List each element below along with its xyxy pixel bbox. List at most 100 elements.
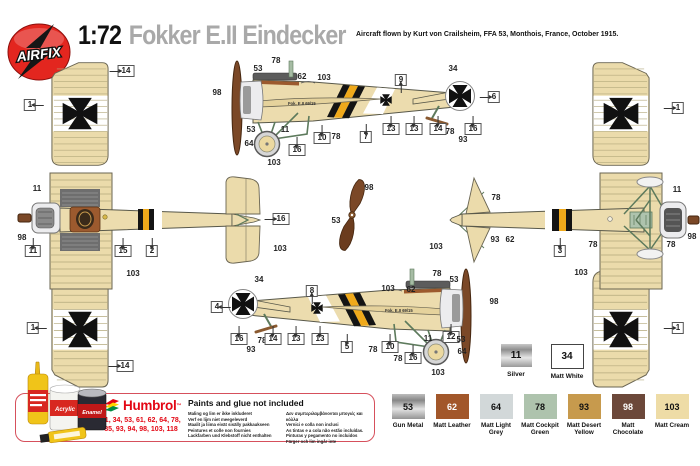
aircraft-name: Fokker E.II Eindecker <box>128 20 347 50</box>
callout-53: 53 <box>456 335 466 344</box>
chip-color-box: 64 <box>479 394 513 419</box>
callout-78: 78 <box>445 127 455 136</box>
paint-products-illustration: Acrylic Enamel <box>27 361 107 444</box>
callout-6: 6 <box>479 91 501 103</box>
language-line: Peintures et colle non fournies <box>188 427 251 433</box>
callout-arrow <box>317 326 322 338</box>
fuselage-serial: Fok. E.II 69/15 <box>385 308 413 313</box>
callout-78: 78 <box>368 345 378 354</box>
callout-10: 10 <box>381 334 399 353</box>
language-line: Pinturas y pegamento no incluidos <box>286 433 358 439</box>
swatch-name: Silver <box>507 371 525 378</box>
language-line: Δεν συμπεριλαμβάνονται μπογιές και κόλλα <box>286 411 363 422</box>
callout-64: 64 <box>457 347 467 356</box>
callout-13: 13 <box>405 116 423 135</box>
callout-14: 14 <box>429 116 447 135</box>
wing-panel-top-right <box>588 60 654 168</box>
swatch-name: Matt White <box>550 373 584 380</box>
scale-text: 1:72 <box>78 20 122 50</box>
callout-arrow <box>410 345 415 357</box>
callout-16: 16 <box>230 326 248 345</box>
page-subtitle: Aircraft flown by Kurt von Crailsheim, F… <box>356 31 619 38</box>
callout-103: 103 <box>273 244 287 253</box>
chip-name: Matt Light Grey <box>480 422 512 436</box>
language-line: As tintas e a cola não estão incluídas. <box>286 427 364 433</box>
callout-78: 78 <box>432 269 442 278</box>
paint-numbers-line2: 85, 93, 94, 98, 103, 118 <box>104 426 178 433</box>
callout-arrow <box>31 102 45 107</box>
callout-16: 16 <box>264 213 290 225</box>
callout-1: 1 <box>23 99 45 111</box>
humbrol-chevron-icon <box>105 399 119 412</box>
callout-53: 53 <box>331 216 341 225</box>
callout-64: 64 <box>244 139 254 148</box>
callout-98: 98 <box>364 183 374 192</box>
callout-11: 11 <box>280 125 290 134</box>
callout-arrow <box>319 125 324 137</box>
callout-93: 93 <box>458 135 468 144</box>
callout-1: 1 <box>663 322 685 334</box>
chip-color-box: 53 <box>391 394 425 419</box>
callout-98: 98 <box>687 232 697 241</box>
fuselage-serial: Fok. E.II 69/15 <box>288 101 316 106</box>
paint-numbers-line1: 11, 34, 53, 61, 62, 64, 78, <box>101 417 181 424</box>
language-line: Verf en lijm niet meegeleverd <box>188 416 248 422</box>
callout-3: 3 <box>553 238 567 257</box>
callout-12: 12 <box>442 324 460 343</box>
chip-name: Matt Cream <box>654 422 690 429</box>
callout-78: 78 <box>491 193 501 202</box>
callout-98: 98 <box>17 233 27 242</box>
callout-arrow <box>109 68 123 73</box>
language-line: Vernici e colla non inclusi <box>286 422 339 428</box>
callout-5: 5 <box>340 334 354 353</box>
wing-panel-top-left <box>47 60 113 168</box>
callout-98: 98 <box>212 88 222 97</box>
language-line: Lackfarben und Klebstoff nicht enthalten <box>188 433 272 439</box>
humbrol-languages-col2: Δεν συμπεριλαμβάνονται μπογιές και κόλλα… <box>286 411 374 445</box>
callout-arrow <box>309 292 314 304</box>
side-view-left-profile: Fok. E.II 69/15 <box>203 56 500 168</box>
callout-78: 78 <box>271 56 281 65</box>
callout-arrow <box>108 363 122 368</box>
chip-name: Matt Chocolate <box>612 422 644 436</box>
callout-78: 78 <box>257 336 267 345</box>
callout-13: 13 <box>311 326 329 345</box>
trademark: ™ <box>176 402 182 409</box>
callout-93: 93 <box>490 235 500 244</box>
callout-arrow <box>264 216 278 221</box>
callout-arrow <box>448 324 453 336</box>
language-line: Färger och lim ingår inte <box>286 438 337 444</box>
callout-53: 53 <box>449 275 459 284</box>
callout-10: 10 <box>313 125 331 144</box>
swatch-color-box: 34 <box>550 344 584 369</box>
callout-78: 78 <box>666 240 676 249</box>
bottom-plan-view <box>449 172 700 290</box>
callout-103: 103 <box>267 158 281 167</box>
callout-16: 16 <box>464 116 482 135</box>
callout-1: 1 <box>663 102 685 114</box>
chip-color-box: 103 <box>655 394 689 419</box>
callout-13: 13 <box>382 116 400 135</box>
humbrol-paint-numbers: 11, 34, 53, 61, 62, 64, 78, 85, 93, 94, … <box>76 416 206 434</box>
callout-arrow <box>294 137 299 149</box>
chip-color-box: 78 <box>523 394 557 419</box>
callout-53: 53 <box>253 64 263 73</box>
chip-name: Matt Cockpit Green <box>521 422 559 436</box>
enamel-label: Enamel <box>82 410 102 416</box>
propeller-detail <box>339 179 365 251</box>
callout-arrow <box>218 304 232 309</box>
callout-78: 78 <box>331 132 341 141</box>
callout-11: 11 <box>32 184 42 193</box>
callout-arrow <box>411 116 416 128</box>
callout-arrow <box>398 81 403 93</box>
callout-1: 1 <box>26 322 48 334</box>
